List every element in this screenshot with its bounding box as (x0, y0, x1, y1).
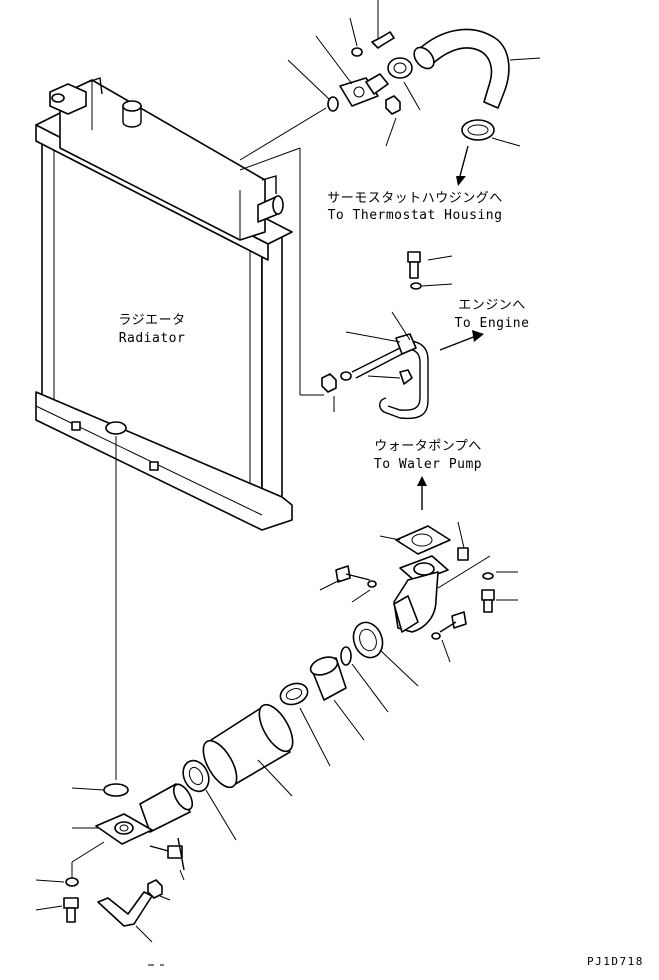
thermostat-label-jp: サーモスタットハウジングへ (327, 191, 503, 206)
radiator-label-jp: ラジエータ (118, 313, 186, 328)
radiator-label-en: Radiator (118, 331, 186, 346)
radiator (35, 77, 293, 531)
drain-valve-assembly (35, 783, 194, 966)
engine-pipe-assembly (299, 190, 453, 420)
water-pump-elbow-assembly (319, 521, 518, 713)
thermostat-label-en: To Thermostat Housing (327, 208, 503, 223)
waterpump-label-jp: ウォータポンプへ (374, 439, 482, 454)
upper-hose-assembly (287, 0, 541, 147)
waterpump-label-en: To Waler Pump (373, 457, 483, 472)
figure-code: PJ1D718 (587, 955, 644, 968)
engine-label-jp: エンジンへ (458, 298, 526, 313)
lower-hose-assembly (182, 656, 365, 841)
engine-label-en: To Engine (454, 316, 530, 331)
